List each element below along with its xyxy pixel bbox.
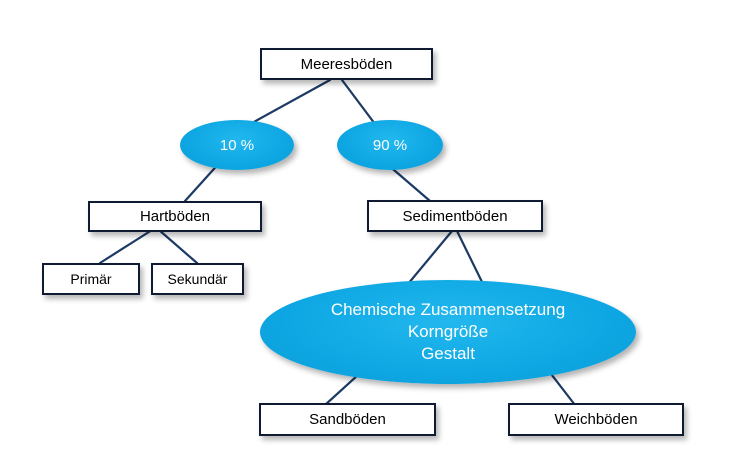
criteria-line-3: Gestalt	[421, 344, 475, 363]
node-sekundaer: Sekundär	[151, 263, 244, 295]
node-primaer: Primär	[42, 263, 140, 295]
node-meeresboeden: Meeresböden	[260, 48, 433, 80]
node-percent-10: 10 %	[180, 120, 294, 170]
node-percent-90: 90 %	[337, 120, 443, 170]
edge-criteria-weich	[546, 368, 577, 407]
edge-90-sediment	[385, 162, 432, 203]
node-weichboeden: Weichböden	[508, 403, 684, 436]
criteria-line-1: Chemische Zusammensetzung	[330, 300, 566, 319]
node-sedimentboeden: Sedimentböden	[367, 200, 543, 232]
criteria-line-2: Korngröße	[407, 322, 489, 341]
edge-root-10	[241, 78, 332, 130]
edge-hart-sekundaer	[157, 228, 199, 265]
edge-root-90	[340, 78, 380, 130]
node-sandboeden: Sandböden	[259, 403, 436, 436]
node-criteria-oval: Chemische Zusammensetzung Korngröße Gest…	[260, 280, 636, 384]
edge-sediment-criteria-right	[455, 229, 486, 288]
edge-criteria-sand	[323, 373, 360, 407]
edge-hart-primaer	[98, 228, 154, 265]
node-hartboeden: Hartböden	[88, 201, 262, 232]
